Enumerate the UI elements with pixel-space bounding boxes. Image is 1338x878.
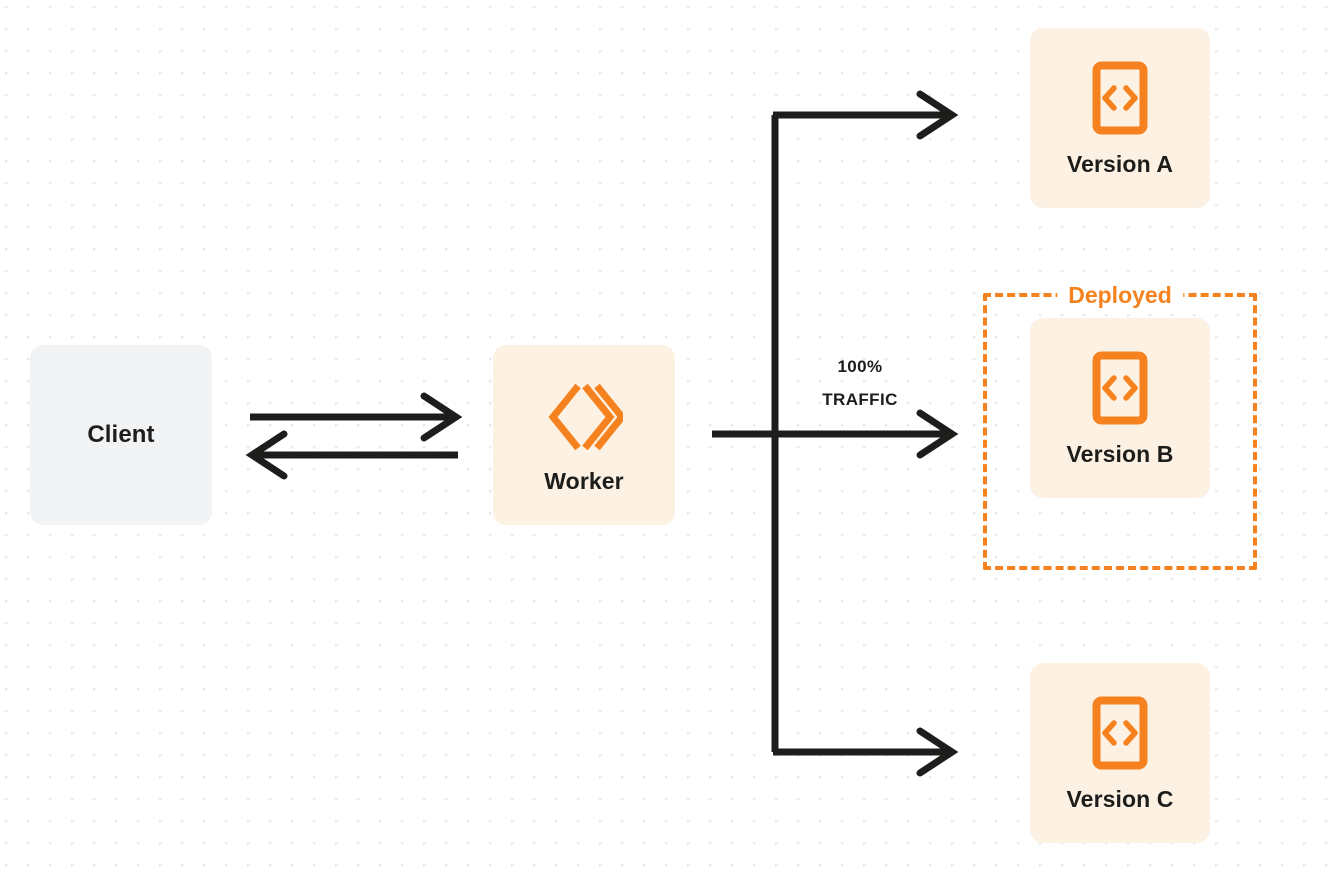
cloudflare-workers-icon (545, 378, 627, 456)
code-document-icon (1092, 351, 1148, 425)
arrowhead-to-version-b (916, 409, 959, 459)
node-client[interactable]: Client (30, 345, 212, 525)
node-version-b-label: Version B (1066, 440, 1174, 467)
arrowhead-to-version-a (916, 90, 959, 140)
arrowhead-to-version-c (916, 727, 959, 777)
node-version-a[interactable]: Version A (1030, 28, 1210, 208)
edge-worker-to-versions-trunk (712, 111, 946, 756)
edge-client-to-worker (250, 392, 463, 442)
deployed-group-box: Deployed (983, 283, 1257, 570)
code-document-icon (1092, 696, 1148, 770)
deployed-group-label: Deployed (1057, 283, 1183, 307)
traffic-percent: 100% (837, 357, 883, 376)
node-version-a-label: Version A (1066, 150, 1174, 177)
traffic-unit: TRAFFIC (822, 390, 898, 410)
traffic-label: 100% TRAFFIC (790, 350, 930, 416)
node-worker-label: Worker (544, 467, 624, 494)
node-client-label: Client (87, 421, 155, 448)
edge-worker-to-client (245, 430, 458, 480)
code-document-icon (1092, 61, 1148, 135)
node-version-b[interactable]: Version B (1030, 318, 1210, 498)
node-version-c-label: Version C (1066, 785, 1174, 812)
node-version-c[interactable]: Version C (1030, 663, 1210, 843)
node-worker[interactable]: Worker (493, 345, 675, 525)
